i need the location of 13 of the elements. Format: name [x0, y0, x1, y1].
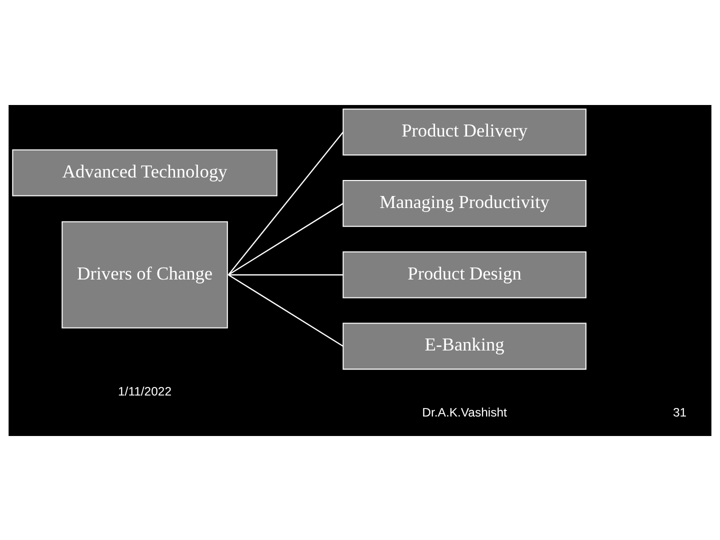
node-box: Managing Productivity — [342, 179, 586, 226]
node-box: E-Banking — [342, 322, 586, 370]
connector — [228, 274, 344, 275]
label: 31 — [672, 405, 687, 420]
node-box: Product Delivery — [342, 108, 586, 155]
label: Dr.A.K.Vashisht — [422, 405, 507, 420]
label: 1/11/2022 — [118, 384, 172, 398]
connector — [228, 202, 344, 275]
connector — [228, 274, 344, 346]
node-box: Advanced Technology — [12, 148, 278, 196]
connector — [228, 131, 344, 275]
node-box: Product Design — [342, 250, 586, 298]
node-box: Drivers of Change — [62, 220, 228, 328]
